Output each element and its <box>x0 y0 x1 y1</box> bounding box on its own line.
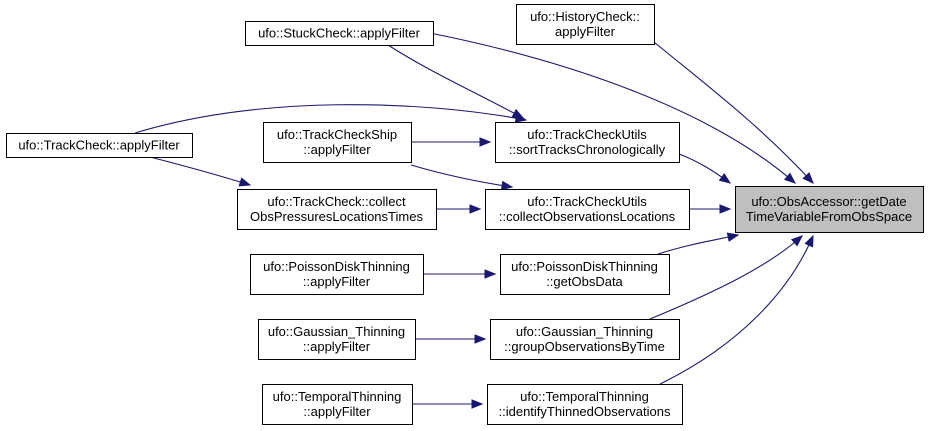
edge-arrowhead <box>802 172 814 184</box>
node-collectObs[interactable]: ufo::TrackCheckUtils::collectObservation… <box>485 189 690 230</box>
node-box <box>487 384 683 425</box>
node-track[interactable]: ufo::TrackCheck::applyFilter <box>6 133 193 158</box>
edge-arrowhead <box>469 204 482 214</box>
edge-line <box>134 104 527 134</box>
node-label-line: ufo::TrackCheckUtils <box>527 194 647 209</box>
edge-temporalApply-to-temporalIdentify <box>412 399 484 409</box>
node-label-line: ufo::TrackCheckShip <box>277 127 397 142</box>
edge-track-to-collectPressures <box>149 156 252 187</box>
edge-stuck-to-sortTracks <box>387 44 525 119</box>
edge-arrowhead <box>783 172 797 184</box>
node-stuck[interactable]: ufo::StuckCheck::applyFilter <box>245 21 434 46</box>
edge-history-to-target <box>653 41 814 184</box>
node-box <box>490 319 680 360</box>
edge-arrowhead <box>804 234 814 248</box>
edge-gaussGroup-to-target <box>649 235 804 320</box>
edge-arrowhead <box>479 137 492 147</box>
node-box <box>485 189 690 230</box>
edge-gaussApply-to-gaussGroup <box>415 334 487 344</box>
edges-layer <box>134 32 814 409</box>
node-box <box>262 384 413 425</box>
node-box <box>250 254 424 295</box>
node-temporalIdentify[interactable]: ufo::TemporalThinning::identifyThinnedOb… <box>487 384 683 425</box>
edge-arrowhead <box>484 269 497 279</box>
node-sortTracks[interactable]: ufo::TrackCheckUtils::sortTracksChronolo… <box>495 122 680 163</box>
node-label-line: ufo::TrackCheckUtils <box>527 127 647 142</box>
node-label-line: ::sortTracksChronologically <box>509 142 666 157</box>
node-label-line: ufo::HistoryCheck:: <box>530 9 640 24</box>
edge-stuck-to-target <box>429 32 797 184</box>
node-poissonGet[interactable]: ufo::PoissonDiskThinning::getObsData <box>500 254 670 295</box>
node-label-line: ObsPressuresLocationsTimes <box>250 209 423 224</box>
node-label-line: ufo::PoissonDiskThinning <box>263 259 410 274</box>
node-label-line: ::applyFilter <box>303 404 371 419</box>
edge-line <box>410 164 513 188</box>
node-label-line: ufo::TrackCheck::applyFilter <box>18 138 180 153</box>
node-box <box>258 319 416 360</box>
edge-arrowhead <box>726 232 740 242</box>
node-label-line: ufo::Gaussian_Thinning <box>516 324 653 339</box>
edge-arrowhead <box>474 334 487 344</box>
edge-arrowhead <box>514 113 528 123</box>
node-label-line: ufo::TemporalThinning <box>520 389 649 404</box>
edge-line <box>429 32 796 184</box>
edge-collectPressures-to-collectObs <box>436 204 482 214</box>
edge-line <box>657 234 739 255</box>
edge-collectObs-to-target <box>689 204 732 214</box>
edge-sortTracks-to-target <box>678 153 732 184</box>
node-label-line: ::getObsData <box>546 274 623 289</box>
node-label-line: ::collectObservationsLocations <box>499 209 676 224</box>
edge-trackship-to-sortTracks <box>411 137 492 147</box>
node-box <box>237 189 437 230</box>
edge-line <box>149 156 251 186</box>
edge-line <box>653 41 814 184</box>
node-label-line: TimeVariableFromObsSpace <box>746 209 912 224</box>
edge-line <box>649 235 803 320</box>
node-box <box>6 133 193 158</box>
edge-arrowhead <box>238 177 252 187</box>
node-box <box>516 4 655 45</box>
node-trackship[interactable]: ufo::TrackCheckShip::applyFilter <box>263 122 412 163</box>
node-gaussApply[interactable]: ufo::Gaussian_Thinning::applyFilter <box>258 319 416 360</box>
node-label-line: ufo::ObsAccessor::getDate <box>751 194 906 209</box>
edge-poissonGet-to-target <box>657 232 740 255</box>
edge-arrowhead <box>718 173 732 184</box>
edge-line <box>387 44 524 119</box>
edge-line <box>659 235 814 385</box>
edge-poissonApply-to-poissonGet <box>423 269 497 279</box>
edge-arrowhead <box>500 180 514 191</box>
node-box <box>735 186 924 233</box>
edge-temporalIdentify-to-target <box>659 234 814 385</box>
node-poissonApply[interactable]: ufo::PoissonDiskThinning::applyFilter <box>250 254 424 295</box>
node-label-line: ::applyFilter <box>303 274 371 289</box>
node-history[interactable]: ufo::HistoryCheck::applyFilter <box>516 4 655 45</box>
node-label-line: ufo::TrackCheck::collect <box>267 194 406 209</box>
edge-track-to-sortTracks <box>134 104 528 134</box>
edge-arrowhead <box>719 204 732 214</box>
node-label-line: ufo::TemporalThinning <box>273 389 402 404</box>
node-target[interactable]: ufo::ObsAccessor::getDateTimeVariableFro… <box>735 186 924 233</box>
node-label-line: ufo::StuckCheck::applyFilter <box>258 26 421 41</box>
node-label-line: ::applyFilter <box>303 339 371 354</box>
nodes-layer: ufo::ObsAccessor::getDateTimeVariableFro… <box>6 4 924 425</box>
node-box <box>245 21 434 46</box>
node-label-line: ::groupObservationsByTime <box>504 339 665 354</box>
node-label-line: ::identifyThinnedObservations <box>499 404 671 419</box>
node-label-line: ::applyFilter <box>303 142 371 157</box>
node-label-line: applyFilter <box>555 24 616 39</box>
node-gaussGroup[interactable]: ufo::Gaussian_Thinning::groupObservation… <box>490 319 680 360</box>
edge-trackship-to-collectObs <box>410 164 514 191</box>
node-label-line: ufo::Gaussian_Thinning <box>268 324 405 339</box>
node-collectPressures[interactable]: ufo::TrackCheck::collectObsPressuresLoca… <box>237 189 437 230</box>
node-temporalApply[interactable]: ufo::TemporalThinning::applyFilter <box>262 384 413 425</box>
node-box <box>495 122 680 163</box>
edge-arrowhead <box>471 399 484 409</box>
node-label-line: ufo::PoissonDiskThinning <box>511 259 658 274</box>
node-box <box>500 254 670 295</box>
node-box <box>263 122 412 163</box>
edge-arrowhead <box>790 235 804 247</box>
